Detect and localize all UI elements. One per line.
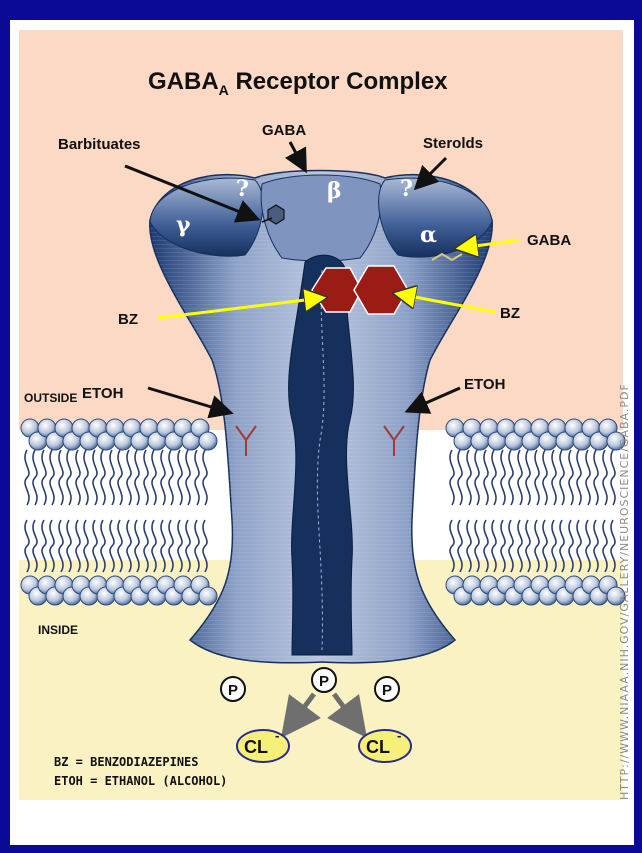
phosphorylation-site-left: P bbox=[221, 677, 245, 701]
phosphate-right-label: P bbox=[382, 682, 392, 699]
gamma-label: γ bbox=[176, 212, 191, 238]
lipid-head bbox=[199, 587, 217, 605]
gaba-top-label: GABA bbox=[262, 122, 306, 139]
legend-line-bz: BZ = BENZODIAZEPINES bbox=[54, 755, 199, 769]
steroids-label: Sterolds bbox=[423, 135, 483, 152]
etoh-left-label: ETOH bbox=[82, 385, 123, 402]
chloride-ion-left-label: CL bbox=[244, 737, 268, 757]
outside-label: OUTSIDE bbox=[24, 391, 77, 405]
phosphate-left-label: P bbox=[228, 682, 238, 699]
etoh-right-label: ETOH bbox=[464, 376, 505, 393]
chloride-ion-right-label: CL bbox=[366, 737, 390, 757]
phosphorylation-site-right: P bbox=[375, 677, 399, 701]
source-url: HTTP://WWW.NIAAA.NIH.GOV/GALLERY/NEUROSC… bbox=[618, 383, 631, 800]
unknown-site-left-label: ? bbox=[236, 176, 249, 202]
page-title: GABAA Receptor Complex bbox=[148, 68, 448, 98]
phosphate-center-label: P bbox=[319, 673, 329, 690]
lipid-head bbox=[199, 432, 217, 450]
bz-left-label: BZ bbox=[118, 311, 138, 328]
bz-right-label: BZ bbox=[500, 305, 520, 322]
beta-label: β bbox=[327, 178, 342, 204]
unknown-site-right-label: ? bbox=[400, 176, 413, 202]
barbituates-label: Barbituates bbox=[58, 136, 141, 153]
alpha-label: α bbox=[420, 222, 437, 248]
chloride-ion-right-charge: - bbox=[397, 728, 401, 743]
gaba-right-label: GABA bbox=[527, 232, 571, 249]
legend-line-etoh: ETOH = ETHANOL (ALCOHOL) bbox=[54, 774, 227, 788]
ion-channel-pore bbox=[289, 255, 354, 655]
chloride-ion-left-charge: - bbox=[275, 728, 279, 743]
phosphorylation-site-center: P bbox=[312, 668, 336, 692]
inside-label: INSIDE bbox=[38, 623, 78, 637]
